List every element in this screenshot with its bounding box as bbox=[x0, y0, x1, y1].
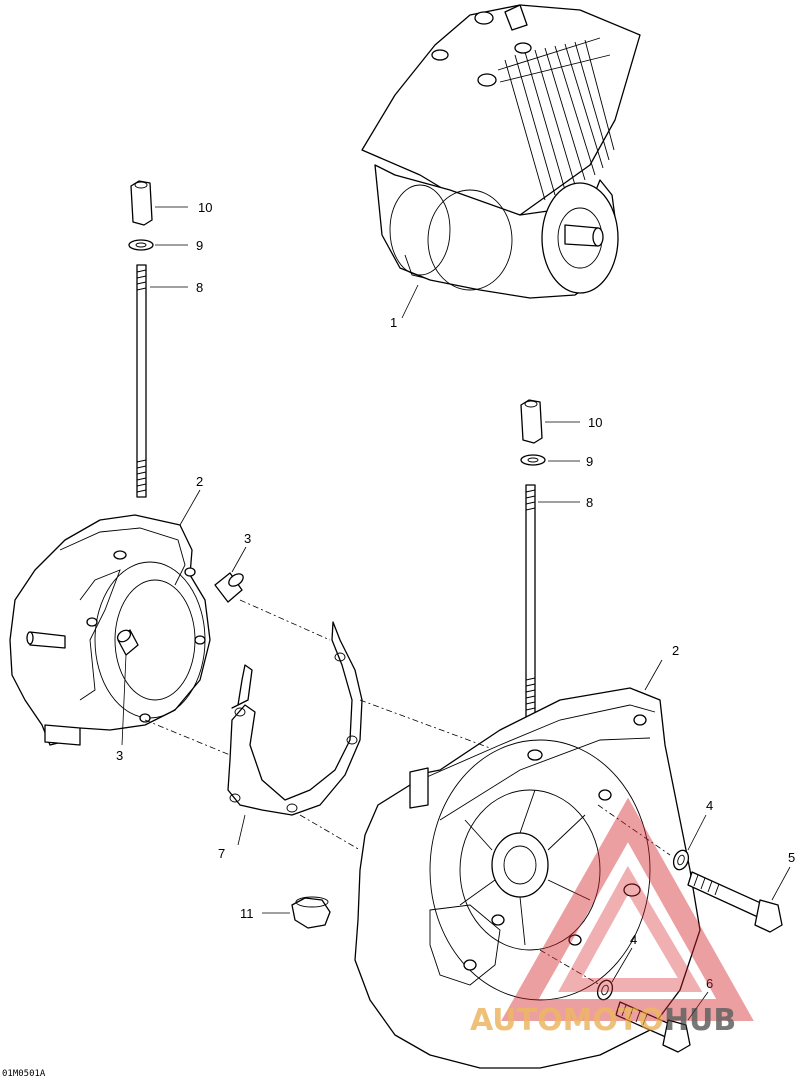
right-stud-stack bbox=[520, 399, 546, 718]
callout-10-left: 10 bbox=[198, 200, 212, 215]
left-stud-stack bbox=[128, 180, 154, 498]
leader-lines bbox=[121, 206, 791, 1021]
washer-4-upper bbox=[672, 849, 690, 871]
stud-8-left bbox=[136, 264, 147, 498]
callout-1: 1 bbox=[390, 315, 397, 330]
watermark-text-part1: AUTOMOTO bbox=[470, 1003, 664, 1038]
small-parts bbox=[291, 849, 783, 1053]
callout-8-left: 8 bbox=[196, 280, 203, 295]
washer-9-right bbox=[520, 454, 546, 466]
dowel-pin-3-upper bbox=[214, 572, 243, 603]
gasket-7 bbox=[227, 621, 363, 816]
callout-2-left: 2 bbox=[196, 474, 203, 489]
callout-6: 6 bbox=[706, 976, 713, 991]
left-housing bbox=[9, 514, 211, 746]
callout-4-lower: 4 bbox=[630, 932, 637, 947]
callout-2-right: 2 bbox=[672, 643, 679, 658]
callout-5: 5 bbox=[788, 850, 795, 865]
callout-3-lower: 3 bbox=[116, 748, 123, 763]
callout-11: 11 bbox=[240, 906, 254, 921]
callout-9-right: 9 bbox=[586, 454, 593, 469]
alignment-lines bbox=[144, 599, 671, 986]
dowel-pins bbox=[116, 572, 244, 656]
stud-8-right bbox=[525, 484, 536, 718]
callout-10-right: 10 bbox=[588, 415, 602, 430]
watermark-logo-icon bbox=[501, 797, 754, 1021]
watermark-text-part2: HUB bbox=[664, 1003, 736, 1038]
callout-4-upper: 4 bbox=[706, 798, 713, 813]
washer-4-lower bbox=[596, 979, 614, 1001]
callout-9-left: 9 bbox=[196, 238, 203, 253]
right-housing bbox=[354, 687, 701, 1069]
nut-10-left bbox=[130, 180, 153, 226]
plug-11 bbox=[291, 897, 331, 929]
engine-assembly bbox=[361, 4, 641, 299]
nut-10-right bbox=[520, 399, 543, 444]
washer-9-left bbox=[128, 239, 154, 251]
callout-labels: 10 9 8 1 10 9 8 2 3 3 7 2 4 5 4 6 11 bbox=[116, 200, 795, 991]
callout-3-upper: 3 bbox=[244, 531, 251, 546]
watermark: AUTOMOTOHUB bbox=[470, 797, 754, 1038]
drawing-code: 01M0501A bbox=[2, 1069, 46, 1079]
callout-7: 7 bbox=[218, 846, 225, 861]
bolt-5 bbox=[687, 871, 766, 919]
callout-8-right: 8 bbox=[586, 495, 593, 510]
watermark-text: AUTOMOTOHUB bbox=[470, 1003, 736, 1038]
